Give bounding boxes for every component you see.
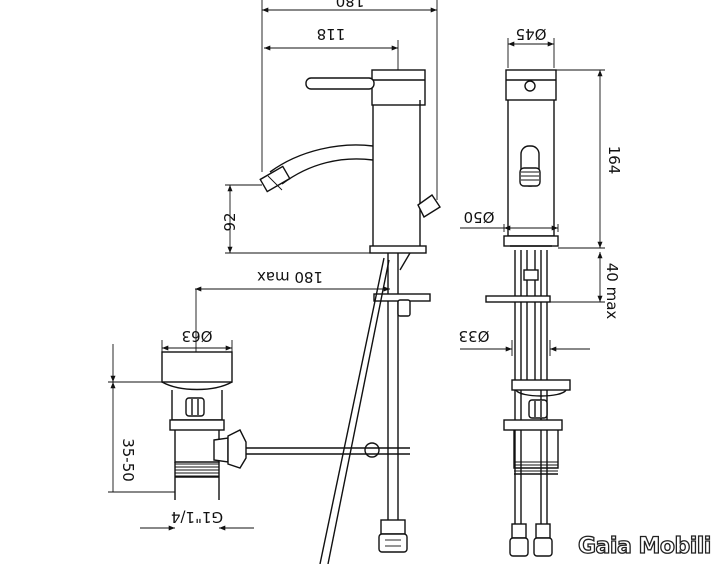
waste-height-label: 35-50 (119, 438, 137, 482)
side-view-shanks (245, 252, 431, 564)
front-view-dimensions (460, 38, 605, 356)
spout-reach-label: 118 (317, 25, 346, 43)
waste-diameter-label: Ø63 (182, 327, 213, 345)
shank-diameter-label: Ø33 (459, 327, 490, 345)
side-view-dimensions (108, 0, 438, 531)
projection-max-label: 180 max (257, 268, 323, 286)
side-view-waste (161, 351, 247, 500)
waste-thread-label: G1"1/4 (171, 508, 223, 526)
front-view-shanks (485, 250, 571, 557)
top-diameter-label: Ø45 (516, 25, 547, 43)
overall-width-label: 180 (336, 0, 365, 10)
side-view-mixer (259, 69, 441, 254)
front-view-mixer (503, 69, 559, 247)
brand-logo: Gaia Mobili (577, 533, 712, 559)
spout-height-label: 92 (221, 212, 239, 231)
body-height-label: 164 (605, 146, 623, 175)
base-diameter-label: Ø50 (464, 208, 495, 226)
deck-thickness-label: 40 max (603, 263, 621, 320)
